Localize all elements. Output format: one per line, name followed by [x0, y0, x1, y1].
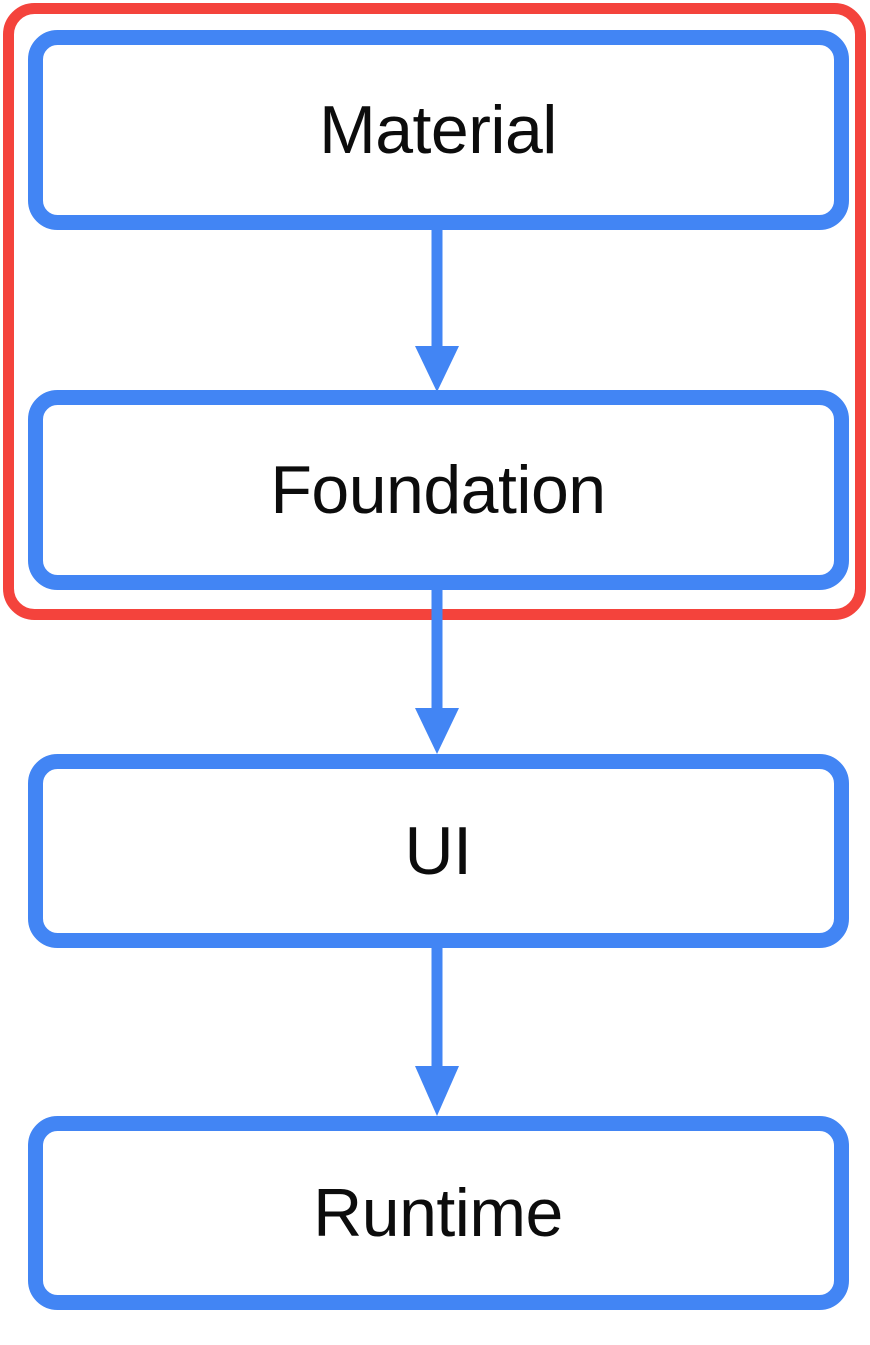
- node-box-runtime[interactable]: [28, 1116, 849, 1310]
- node-box-foundation[interactable]: [28, 390, 849, 590]
- edge-foundation-to-ui: [415, 589, 459, 754]
- edge-ui-to-runtime: [415, 947, 459, 1116]
- node-box-ui[interactable]: [28, 754, 849, 948]
- edge-material-to-foundation: [415, 229, 459, 392]
- node-box-material[interactable]: [28, 30, 849, 230]
